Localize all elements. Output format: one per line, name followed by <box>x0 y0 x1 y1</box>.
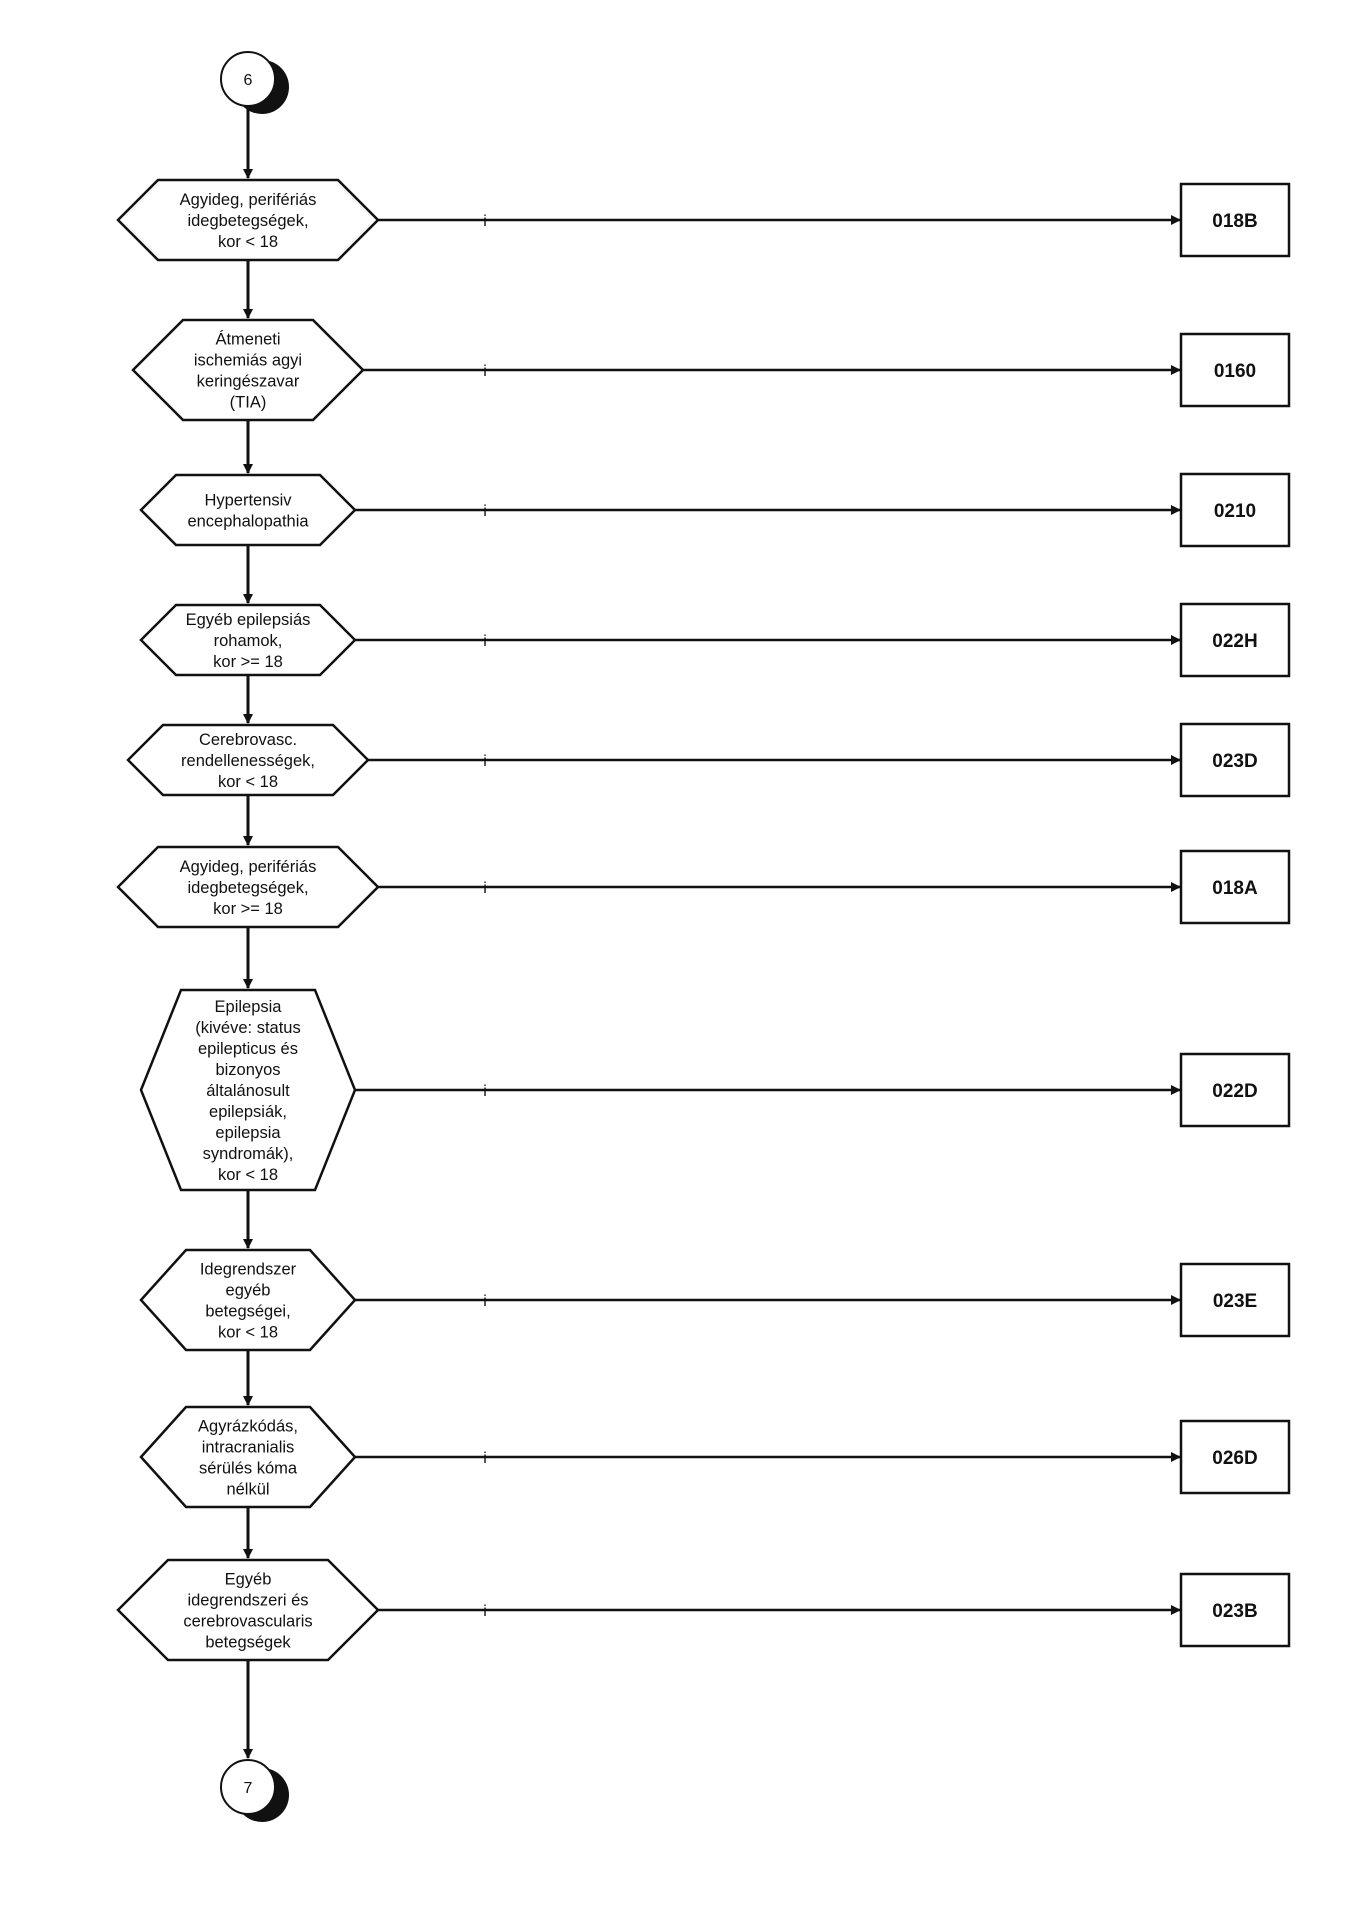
result-code-label: 026D <box>1212 1448 1257 1469</box>
result-code-box <box>1179 1572 1291 1648</box>
decision-label-line: intracranialis <box>202 1439 295 1457</box>
result-code-box <box>1179 602 1291 678</box>
result-code-label: 023D <box>1212 751 1257 772</box>
result-code-label: 022H <box>1212 631 1257 652</box>
decision-label-line: kor < 18 <box>218 1324 278 1342</box>
decision-label-line: Agyrázkódás, <box>198 1418 298 1436</box>
result-code-box <box>1179 332 1291 408</box>
result-code-label: 023B <box>1212 1601 1257 1622</box>
result-code-label: 0210 <box>1214 501 1256 522</box>
decision-label-line: rohamok, <box>214 632 283 650</box>
decision-row: Egyéb idegrendszeri és cerebrovascularis be… <box>116 1558 1291 1662</box>
decision-label-line: kor >= 18 <box>213 900 283 918</box>
result-code-box <box>1179 849 1291 925</box>
decision-label-line: Átmeneti <box>215 330 280 349</box>
decision-label-line: cerebrovascularis <box>183 1613 312 1631</box>
result-code-label: 0160 <box>1214 361 1256 382</box>
decision-label-line: kor < 18 <box>218 773 278 791</box>
result-code-box <box>1179 722 1291 798</box>
decision-row: Agyideg, perifériás idegbetegségek, kor < … <box>116 178 1291 262</box>
branch-label: i <box>483 503 487 520</box>
branch-label: i <box>483 1450 487 1467</box>
decision-label-line: idegrendszeri és <box>187 1592 308 1610</box>
decision-row: Egyéb epilepsiás rohamok, kor >= 18 i 022H <box>139 602 1291 678</box>
decision-label-line: idegbetegségek, <box>187 879 308 897</box>
decision-row: Epilepsia (kivéve: status epilepticus és bi… <box>139 988 1291 1192</box>
result-code-label: 023E <box>1213 1291 1257 1312</box>
result-code-label: 018A <box>1212 878 1258 899</box>
decision-row: Cerebrovasc. rendellenességek, kor < 18 i 02… <box>126 722 1291 798</box>
decision-label-line: epilepsiák, <box>209 1103 287 1121</box>
decision-label-line: betegségek <box>205 1634 291 1652</box>
branch-label: i <box>483 633 487 650</box>
connector-6-label: 6 <box>244 72 253 89</box>
decision-label-line: bizonyos <box>215 1061 280 1079</box>
result-code-box <box>1179 472 1291 548</box>
decision-row: Hypertensiv encephalopathia i 0210 <box>139 472 1291 548</box>
decision-label-line: sérülés kóma <box>199 1460 298 1478</box>
decision-label-line: nélkül <box>226 1481 269 1499</box>
decision-label-line: általánosult <box>206 1082 290 1100</box>
decision-label-line: rendellenességek, <box>181 752 315 770</box>
result-code-label: 018B <box>1212 211 1257 232</box>
branch-label: i <box>483 1293 487 1310</box>
decision-label-line: betegségei, <box>205 1303 290 1321</box>
branch-label: i <box>483 753 487 770</box>
decision-label-line: epilepsia <box>215 1124 281 1142</box>
connector-6: 6 <box>220 51 289 114</box>
branch-label: i <box>483 1603 487 1620</box>
decision-row: Idegrendszer egyéb betegségei, kor < 18 i 023… <box>139 1248 1291 1352</box>
decision-row: Agyideg, perifériás idegbetegségek, kor >=… <box>116 845 1291 929</box>
decision-label-line: (TIA) <box>230 394 267 412</box>
branch-label: i <box>483 880 487 897</box>
decision-label-line: idegbetegségek, <box>187 212 308 230</box>
decision-label-line: encephalopathia <box>187 513 309 531</box>
connector-7: 7 <box>220 1759 289 1822</box>
decision-label-line: kor < 18 <box>218 233 278 251</box>
decision-label-line: Epilepsia <box>215 998 283 1016</box>
decision-label-line: Agyideg, perifériás <box>180 191 317 209</box>
result-code-box <box>1179 1262 1291 1338</box>
decision-label-line: ischemiás agyi <box>194 352 302 370</box>
decision-label-line: Hypertensiv <box>204 492 292 510</box>
branch-label: i <box>483 363 487 380</box>
result-code-box <box>1179 1052 1291 1128</box>
decision-label-line: Agyideg, perifériás <box>180 858 317 876</box>
result-code-label: 022D <box>1212 1081 1257 1102</box>
decision-hexagon <box>139 473 357 547</box>
decision-label-line: egyéb <box>226 1282 271 1300</box>
result-code-box <box>1179 182 1291 258</box>
branch-label: i <box>483 213 487 230</box>
decision-label-line: kor >= 18 <box>213 653 283 671</box>
decision-label-line: epilepticus és <box>198 1040 298 1058</box>
connector-7-label: 7 <box>244 1780 253 1797</box>
decision-row: Átmeneti ischemiás agyi keringészavar (TIA)… <box>131 318 1291 422</box>
decision-row: Agyrázkódás, intracranialis sérülés kóma né… <box>139 1405 1291 1509</box>
decision-label-line: Egyéb <box>225 1571 272 1589</box>
result-code-box <box>1179 1419 1291 1495</box>
decision-label-line: keringészavar <box>197 373 300 391</box>
decision-label-line: syndromák), <box>203 1145 294 1163</box>
decision-label-line: kor < 18 <box>218 1166 278 1184</box>
decision-label-line: Egyéb epilepsiás <box>186 611 311 629</box>
branch-label: i <box>483 1083 487 1100</box>
decision-label-line: (kivéve: status <box>195 1019 300 1037</box>
decision-label-line: Cerebrovasc. <box>199 731 297 749</box>
decision-label-line: Idegrendszer <box>200 1261 297 1279</box>
